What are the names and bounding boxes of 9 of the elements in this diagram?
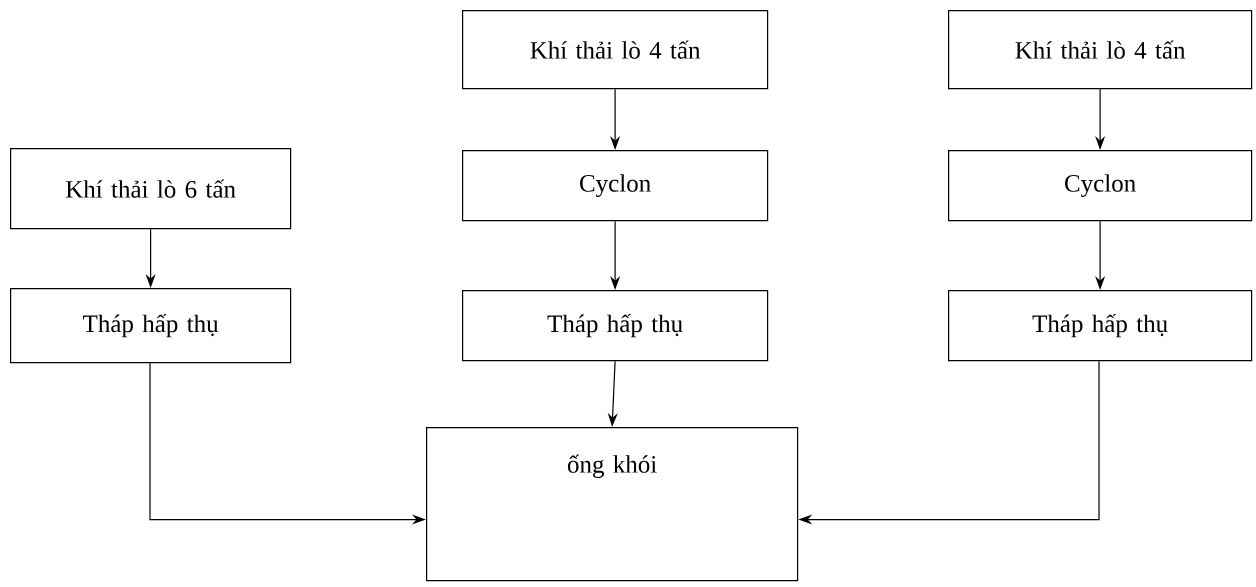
process-box: Tháp hấp thụ xyxy=(10,288,292,364)
process-box: ống khói xyxy=(426,427,799,582)
process-box: Khí thải lò 6 tấn xyxy=(10,148,292,230)
process-box: Cyclon xyxy=(462,150,769,222)
process-box: Cyclon xyxy=(948,150,1253,222)
process-box: Tháp hấp thụ xyxy=(948,290,1253,362)
process-box: Tháp hấp thụ xyxy=(462,290,769,362)
process-box: Khí thải lò 4 tấn xyxy=(462,10,769,90)
process-box: Khí thải lò 4 tấn xyxy=(948,10,1253,90)
